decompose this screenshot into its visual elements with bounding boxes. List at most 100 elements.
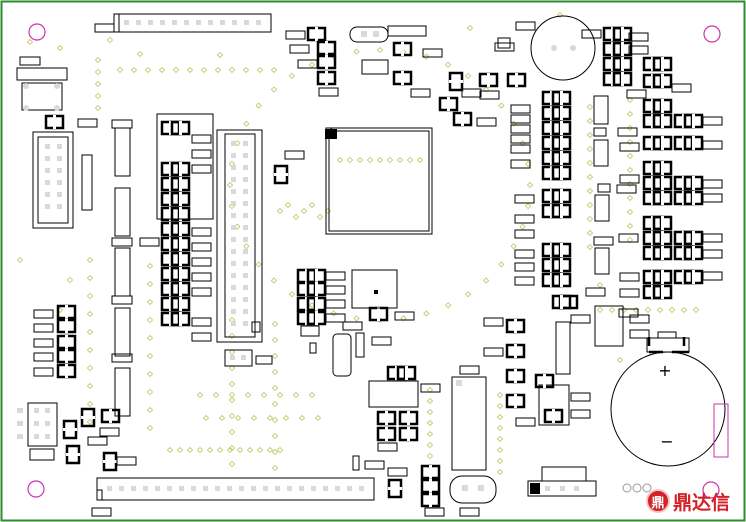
- via: [271, 384, 279, 392]
- via: [308, 302, 316, 309]
- via: [620, 306, 628, 314]
- via: [86, 382, 94, 390]
- via: [226, 181, 234, 189]
- via: [86, 310, 94, 318]
- via: [376, 156, 384, 164]
- header-pin: [208, 20, 213, 25]
- header-pin: [243, 213, 248, 218]
- via: [16, 256, 24, 264]
- mounting-holes: [27, 23, 721, 499]
- header-pin: [243, 273, 248, 278]
- dual-row-header: [216, 129, 263, 343]
- capacitor-array-center-left: [160, 119, 191, 328]
- header-pin: [172, 20, 177, 25]
- via: [206, 446, 214, 454]
- header-pin: [231, 177, 236, 182]
- via: [176, 446, 184, 454]
- via: [228, 412, 236, 420]
- via: [498, 102, 505, 109]
- connector-pin: [45, 156, 50, 161]
- via: [426, 408, 434, 416]
- via: [426, 452, 434, 460]
- logo-mark: 鼎: [646, 489, 670, 513]
- via: [266, 414, 274, 422]
- header-pin: [203, 486, 208, 491]
- connector-pin: [57, 204, 62, 209]
- via: [496, 413, 504, 421]
- via: [596, 281, 604, 289]
- connector-pin: [45, 180, 50, 185]
- via: [86, 274, 94, 282]
- header-pin: [359, 486, 364, 491]
- via: [586, 215, 594, 223]
- header-pin: [311, 486, 316, 491]
- via: [586, 229, 594, 237]
- via: [146, 298, 154, 306]
- via: [608, 306, 616, 314]
- via: [464, 72, 472, 79]
- via: [271, 432, 279, 440]
- via: [228, 391, 236, 399]
- header-pin: [243, 261, 248, 266]
- via: [284, 201, 292, 209]
- via: [346, 156, 354, 164]
- via: [271, 448, 279, 456]
- via: [244, 391, 252, 399]
- via: [330, 310, 337, 317]
- connector-pin: [57, 156, 62, 161]
- via: [668, 306, 676, 314]
- via: [186, 66, 194, 74]
- via: [292, 213, 300, 221]
- via: [266, 446, 274, 454]
- via: [308, 201, 316, 209]
- header-pin: [231, 261, 236, 266]
- via: [586, 201, 594, 209]
- header-pin: [335, 486, 340, 491]
- via: [216, 51, 224, 59]
- via: [236, 446, 244, 454]
- via: [94, 56, 102, 64]
- resistor-chain-left: [111, 119, 133, 417]
- via: [228, 364, 236, 372]
- via: [300, 207, 308, 215]
- via: [106, 36, 114, 44]
- via: [255, 261, 262, 268]
- via: [196, 446, 204, 454]
- capacitor-array-right: [541, 25, 704, 311]
- header-pin: [243, 165, 248, 170]
- via: [444, 302, 452, 309]
- header-pin: [131, 486, 136, 491]
- via: [586, 243, 594, 251]
- via: [243, 243, 250, 250]
- via: [586, 145, 594, 153]
- header-pin: [231, 273, 236, 278]
- connector-pin: [57, 144, 62, 149]
- header-pin: [232, 20, 237, 25]
- via: [356, 156, 364, 164]
- via: [146, 334, 154, 342]
- via: [644, 306, 652, 314]
- via: [596, 306, 604, 314]
- via: [214, 66, 222, 74]
- via: [94, 80, 102, 88]
- via: [146, 280, 154, 288]
- via: [146, 370, 154, 378]
- via: [228, 66, 236, 74]
- header-pin: [231, 237, 236, 242]
- via: [288, 72, 296, 79]
- via: [586, 173, 594, 181]
- header-top: [113, 13, 272, 33]
- via: [626, 96, 634, 104]
- via: [426, 419, 434, 427]
- header-pin: [243, 309, 248, 314]
- via: [510, 243, 517, 250]
- header-pin: [119, 486, 124, 491]
- via: [426, 441, 434, 449]
- dual-row-header-pads: [231, 141, 248, 326]
- via: [426, 430, 434, 438]
- via: [86, 418, 94, 426]
- via: [86, 256, 94, 264]
- qfp-chip-pads: [272, 150, 305, 185]
- header-pin: [243, 285, 248, 290]
- header-pin: [215, 486, 220, 491]
